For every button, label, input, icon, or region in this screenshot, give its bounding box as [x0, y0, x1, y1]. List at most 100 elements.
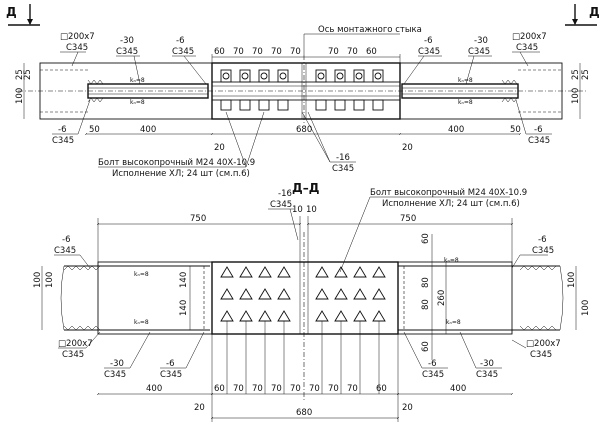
- svg-text:680: 680: [296, 125, 312, 135]
- bolt: [239, 69, 251, 111]
- bolt: [258, 69, 270, 111]
- bolt: [220, 69, 232, 111]
- svg-text:20: 20: [214, 143, 225, 153]
- svg-text:20: 20: [194, 403, 205, 413]
- pitch-label: 60: [214, 384, 225, 394]
- svg-text:10: 10: [292, 205, 303, 215]
- svg-text:100: 100: [567, 272, 577, 288]
- svg-text:-30: -30: [474, 36, 488, 46]
- svg-text:kₙ=8: kₙ=8: [444, 257, 459, 264]
- joint-axis-label: Ось монтажного стыка: [303, 25, 422, 55]
- svg-text:-30: -30: [110, 359, 124, 369]
- pitch-label: 70: [328, 47, 339, 57]
- section-side-vdims: 100 100 100 100: [33, 266, 591, 330]
- svg-text:20: 20: [402, 403, 413, 413]
- bolt: [334, 69, 346, 111]
- svg-text:25: 25: [571, 69, 581, 80]
- svg-text:kₙ=8: kₙ=8: [134, 271, 149, 278]
- section-bolts: [211, 266, 399, 406]
- svg-text:С345: С345: [62, 350, 84, 360]
- right-tube: [399, 62, 563, 120]
- svg-text:С345: С345: [516, 43, 538, 53]
- splice-plates-top: [211, 55, 401, 125]
- svg-text:Ось монтажного стыка: Ось монтажного стыка: [318, 25, 422, 35]
- svg-text:Д: Д: [589, 5, 600, 19]
- pitch-label: 70: [347, 384, 358, 394]
- section-mark-right: Д: [565, 4, 600, 26]
- bolt-row: [220, 266, 386, 278]
- bolt-row: [220, 310, 386, 322]
- svg-text:750: 750: [190, 214, 206, 224]
- svg-text:-6: -6: [58, 125, 66, 135]
- svg-text:С345: С345: [116, 47, 138, 57]
- svg-text:400: 400: [448, 125, 464, 135]
- svg-text:60: 60: [421, 233, 431, 244]
- svg-text:kₙ=8: kₙ=8: [458, 77, 473, 84]
- svg-text:750: 750: [400, 214, 416, 224]
- pitch-label: 70: [347, 47, 358, 57]
- bolt: [315, 69, 327, 111]
- section-750-dims: 750 750: [96, 214, 514, 262]
- bottom-dims-top: 50 400 680 20 400 50 20: [84, 125, 522, 153]
- svg-text:80: 80: [421, 277, 431, 288]
- svg-text:С345: С345: [270, 200, 292, 210]
- side-dims-top: 25 100 25 25 100 25: [15, 63, 591, 119]
- svg-text:□200x7: □200x7: [526, 339, 561, 349]
- svg-text:□200x7: □200x7: [512, 32, 547, 42]
- svg-text:80: 80: [421, 299, 431, 310]
- pitch-label: 70: [290, 47, 301, 57]
- svg-text:С345: С345: [104, 370, 126, 380]
- svg-text:С345: С345: [528, 136, 550, 146]
- bolt-row: [220, 288, 386, 300]
- section-top-callouts: -16 С345 Болт высокопрочный М24 40Х-10.9…: [268, 188, 527, 273]
- svg-text:Болт высокопрочный М24 40Х-10.: Болт высокопрочный М24 40Х-10.9: [370, 188, 527, 198]
- pitch-label: 70: [309, 384, 320, 394]
- svg-text:kₙ=8: kₙ=8: [130, 77, 145, 84]
- svg-text:С345: С345: [532, 246, 554, 256]
- svg-text:С345: С345: [422, 370, 444, 380]
- svg-text:100: 100: [581, 300, 591, 316]
- svg-text:С345: С345: [52, 136, 74, 146]
- svg-text:400: 400: [140, 125, 156, 135]
- svg-text:С345: С345: [54, 246, 76, 256]
- left-callouts-top: □200x7 С345 -30 С345 -6 С345 kₙ=8 kₙ=8 -…: [52, 32, 207, 146]
- svg-text:□200x7: □200x7: [60, 32, 95, 42]
- svg-text:100: 100: [45, 272, 55, 288]
- svg-text:25: 25: [581, 69, 591, 80]
- svg-text:400: 400: [146, 384, 162, 394]
- svg-text:-6: -6: [538, 235, 546, 245]
- svg-text:680: 680: [296, 408, 312, 418]
- right-callouts-top: □200x7 С345 -30 С345 -6 С345 kₙ=8 kₙ=8 -…: [403, 32, 552, 146]
- section-right-callouts: -6 С345 □200x7 С345 -30 С345 -6 С345: [403, 235, 561, 380]
- section-mark-left: Д: [6, 4, 40, 26]
- svg-text:25: 25: [15, 69, 25, 80]
- pitch-label: 70: [252, 384, 263, 394]
- svg-text:400: 400: [450, 384, 466, 394]
- section-title: Д–Д: [292, 181, 319, 195]
- pitch-label: 60: [376, 384, 387, 394]
- top-view: Д Д Ось монтажного стыка: [6, 4, 600, 179]
- svg-text:-6: -6: [424, 36, 432, 46]
- section-bottom-dims: 400 60 70 70 70 70 70 70 70 60 400 20 20…: [96, 384, 514, 422]
- svg-text:Исполнение ХЛ; 24 шт (см.п.6): Исполнение ХЛ; 24 шт (см.п.6): [112, 169, 250, 179]
- bolt-note-top: Болт высокопрочный М24 40Х-10.9 Исполнен…: [98, 111, 356, 179]
- svg-text:С345: С345: [172, 47, 194, 57]
- svg-text:С345: С345: [160, 370, 182, 380]
- section-left-tube: kₙ=8 kₙ=8: [60, 261, 213, 335]
- svg-text:Болт высокопрочный М24 40Х-10.: Болт высокопрочный М24 40Х-10.9: [98, 158, 255, 168]
- svg-text:Д: Д: [6, 5, 17, 19]
- svg-text:С345: С345: [418, 47, 440, 57]
- svg-text:С345: С345: [468, 47, 490, 57]
- top-pitch-dims: 60 70 70 70 70 70 70 60: [211, 47, 401, 63]
- svg-text:-16: -16: [278, 189, 292, 199]
- svg-text:С345: С345: [530, 350, 552, 360]
- pitch-label: 70: [290, 384, 301, 394]
- section-left-callouts: -6 С345 □200x7 С345 -30 С345 -6 С345: [54, 235, 205, 380]
- svg-text:60: 60: [421, 341, 431, 352]
- pitch-label: 60: [366, 47, 377, 57]
- pitch-label: 70: [252, 47, 263, 57]
- svg-text:140: 140: [179, 300, 189, 316]
- svg-text:50: 50: [510, 125, 521, 135]
- svg-text:Исполнение ХЛ; 24 шт (см.п.6): Исполнение ХЛ; 24 шт (см.п.6): [382, 199, 520, 209]
